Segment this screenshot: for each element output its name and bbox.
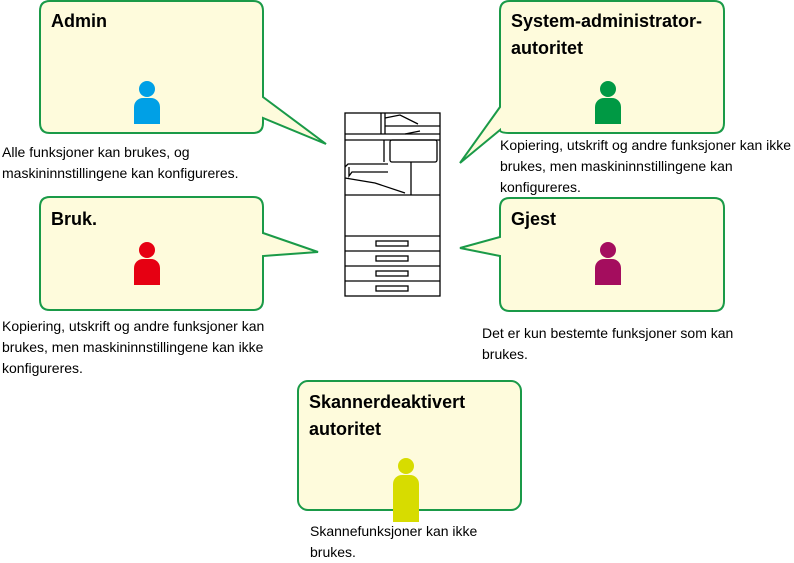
person-head [139,242,155,258]
person-head [600,242,616,258]
guest-title: Gjest [511,209,557,229]
title-line: autoritet [309,419,381,439]
user-person-icon [134,242,160,285]
person-body [134,98,160,124]
admin-description: Alle funksjoner kan brukes, og maskininn… [2,144,239,181]
user-title: Bruk. [51,209,98,229]
title-line: Skannerdeaktivert [309,392,466,412]
guest-person-icon [595,242,621,285]
person-head [398,458,414,474]
admin-callout [39,0,327,145]
person-body [134,259,160,285]
scanner-disabled-description: Skannefunksjoner kan ikke brukes. [310,523,478,560]
admin-title: Admin [51,11,107,31]
person-head [139,81,155,97]
admin-person-icon [134,81,160,124]
scanner-disabled-title: Skannerdeaktivert autoritet [309,389,519,443]
person-head [600,81,616,97]
scanner-disabled-person-icon [393,458,419,522]
system-admin-callout [459,0,725,164]
system-admin-person-icon [595,81,621,124]
person-body [393,475,419,522]
person-body [595,259,621,285]
system-admin-title: System-administrator- autoritet [511,8,726,62]
user-description: Kopiering, utskrift og andre funksjoner … [2,318,265,376]
user-callout [39,196,319,311]
printer-icon [344,112,441,297]
guest-callout [459,197,725,312]
title-line: System-administrator- [511,11,703,31]
person-body [595,98,621,124]
guest-description: Det er kun bestemte funksjoner som kan b… [482,325,734,362]
title-line: autoritet [511,38,583,58]
system-admin-description: Kopiering, utskrift og andre funksjoner … [500,137,792,195]
